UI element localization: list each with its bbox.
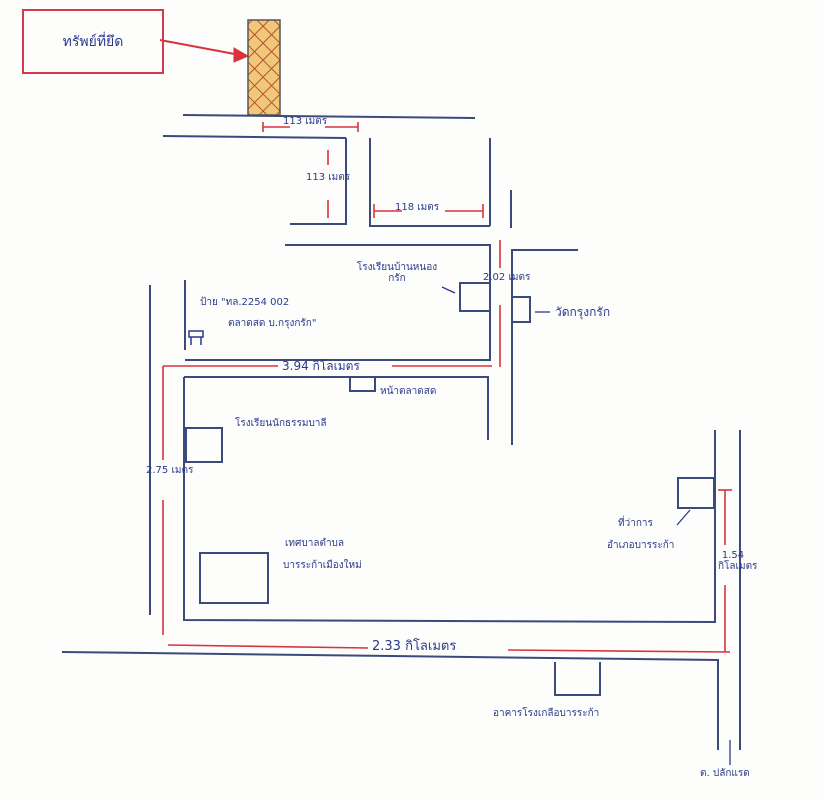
flag-icon: [188, 330, 204, 345]
property-parcel: [247, 19, 281, 116]
landmark-subdistrict: ต. ปลักแรด: [700, 768, 750, 779]
landmark-district-office-line2: อำเภอบารระก้า: [607, 540, 675, 551]
measure-left-vertical: 2.75 เมตร: [146, 465, 194, 476]
measure-middle-horizontal: 118 เมตร: [395, 202, 440, 213]
measurement-lines: [162, 122, 732, 653]
measure-center-horizontal: 3.94 กิโลเมตร: [282, 359, 360, 373]
landmark-municipality-line2: บารระก้าเมืองใหม่: [283, 560, 362, 571]
landmark-sign-line2: ตลาดสด บ.กรุงกรัก": [228, 318, 317, 329]
landmark-municipality-line1: เทศบาลตำบล: [285, 538, 345, 549]
landmark-school-top: โรงเรียนบ้านหนองกรัก: [356, 262, 438, 284]
measure-bottom-horizontal: 2.33 กิโลเมตร: [372, 639, 457, 654]
roads: [61, 114, 741, 750]
landmark-sign-line1: ป้าย "ทล.2254 002: [200, 297, 290, 308]
measure-top-horizontal: 113 เมตร: [283, 116, 328, 127]
pointer-arrows: [441, 286, 731, 765]
measure-top-vertical: 113 เมตร: [306, 172, 351, 183]
legend-label: ทรัพย์ที่ยึด: [62, 33, 124, 50]
landmark-school-middle: โรงเรียนนักธรรมบาลี: [235, 418, 327, 429]
measure-right-upper: 2.02 เมตร: [483, 272, 531, 283]
landmark-salt-building: อาคารโรงเกลือบารระก้า: [493, 708, 600, 719]
legend-arrow: [159, 39, 250, 63]
landmark-temple: วัดกรุงกรัก: [555, 305, 611, 319]
landmark-district-office-line1: ที่ว่าการ: [618, 518, 653, 529]
legend-seized-property: ทรัพย์ที่ยึด: [22, 9, 164, 74]
measure-right-lower: 1.54 กิโลเมตร: [718, 550, 758, 572]
landmark-market-front: หน้าตลาดสด: [380, 386, 437, 397]
